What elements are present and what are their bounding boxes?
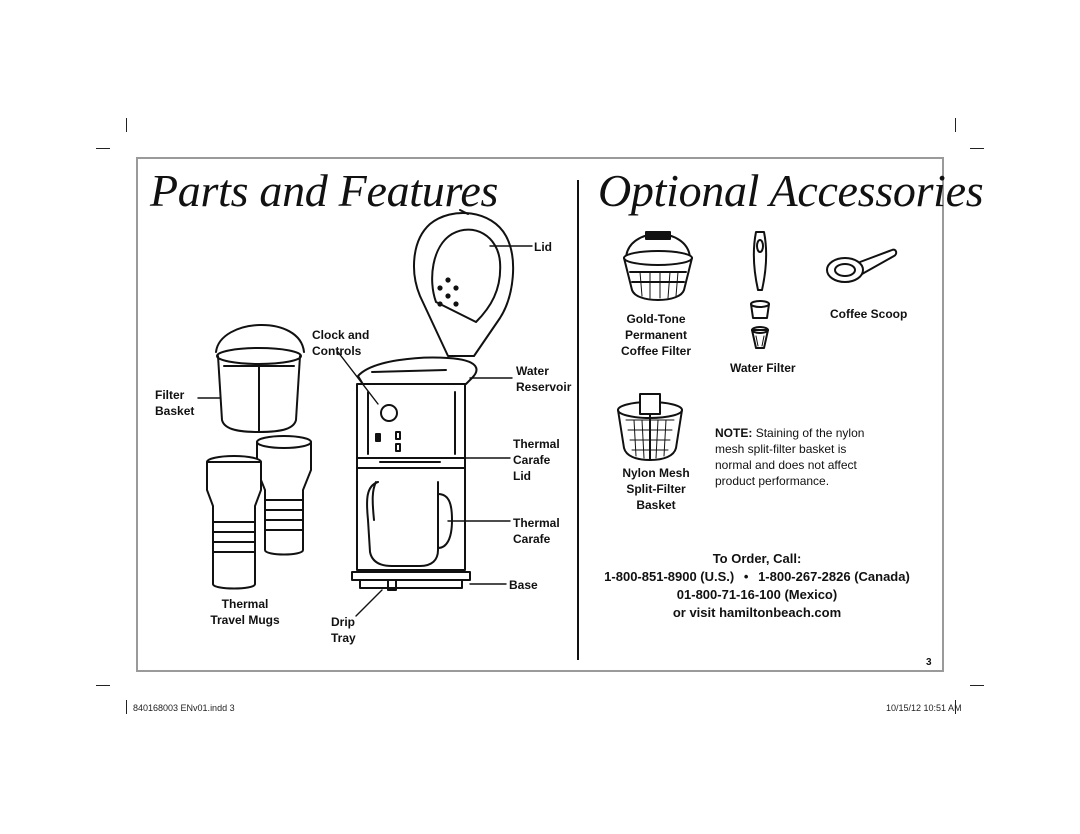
crop-mark-top-left-v: [126, 118, 127, 132]
label-base: Base: [509, 578, 538, 592]
label-thermal-travel-mugs: Thermal Travel Mugs: [210, 597, 280, 627]
phone-mexico: 01-800-71-16-100 (Mexico): [676, 587, 838, 602]
parts-features-title: Parts and Features: [150, 165, 499, 216]
note-prefix: NOTE:: [715, 426, 753, 440]
label-thermal-carafe: Thermal Carafe: [513, 516, 560, 546]
crop-mark-bottom-right-h: [970, 685, 984, 686]
crop-mark-bottom-left-v: [126, 700, 127, 714]
label-filter-basket: Filter Basket: [155, 388, 195, 418]
gold-tone-filter-illustration: [624, 232, 692, 300]
staining-note: NOTE: Staining of the nylon mesh split-f…: [715, 425, 885, 489]
lid-illustration: [414, 210, 513, 356]
water-filter-illustration: [751, 232, 769, 348]
phone-us: 1-800-851-8900 (U.S.): [604, 569, 735, 584]
label-clock-controls: Clock and Controls: [312, 328, 370, 358]
label-gold-tone-filter: Gold-Tone Permanent Coffee Filter: [620, 312, 691, 358]
crop-mark-top-right-h: [970, 148, 984, 149]
page-number: 3: [926, 657, 932, 668]
page-frame: [136, 157, 944, 672]
travel-mugs-illustration: [207, 436, 311, 589]
coffee-maker-illustration: [352, 358, 476, 590]
label-nylon-mesh-basket: Nylon Mesh Split-Filter Basket: [622, 466, 690, 512]
crop-mark-top-left-h: [96, 148, 110, 149]
column-divider: [577, 180, 579, 660]
order-heading: To Order, Call:: [712, 551, 802, 566]
footer-date: 10/15/12 10:51 AM: [886, 703, 962, 713]
crop-mark-bottom-right-v: [955, 700, 956, 714]
order-phone-line: 1-800-851-8900 (U.S.) • 1-800-267-2826 (…: [582, 568, 932, 586]
nylon-mesh-basket-illustration: [618, 394, 682, 460]
footer-file: 840168003 ENv01.indd 3: [133, 703, 235, 713]
order-info: To Order, Call: 1-800-851-8900 (U.S.) • …: [582, 550, 932, 622]
label-water-reservoir: Water Reservoir: [516, 364, 572, 394]
filter-basket-illustration: [216, 325, 304, 432]
leader-lines: [198, 246, 532, 616]
phone-canada: 1-800-267-2826 (Canada): [758, 569, 910, 584]
website: or visit hamiltonbeach.com: [672, 605, 842, 620]
phone-bullet: •: [743, 569, 749, 584]
crop-mark-top-right-v: [955, 118, 956, 132]
parts-diagram: [0, 0, 580, 834]
crop-mark-bottom-left-h: [96, 685, 110, 686]
label-thermal-carafe-lid: Thermal Carafe Lid: [513, 437, 560, 483]
note-text: Staining of the nylon mesh split-filter …: [715, 426, 865, 488]
label-water-filter: Water Filter: [730, 361, 796, 375]
label-coffee-scoop: Coffee Scoop: [830, 307, 908, 321]
label-drip-tray: Drip Tray: [331, 615, 356, 645]
coffee-scoop-illustration: [827, 250, 896, 282]
optional-accessories-title: Optional Accessories: [598, 165, 984, 216]
label-lid: Lid: [534, 240, 552, 254]
